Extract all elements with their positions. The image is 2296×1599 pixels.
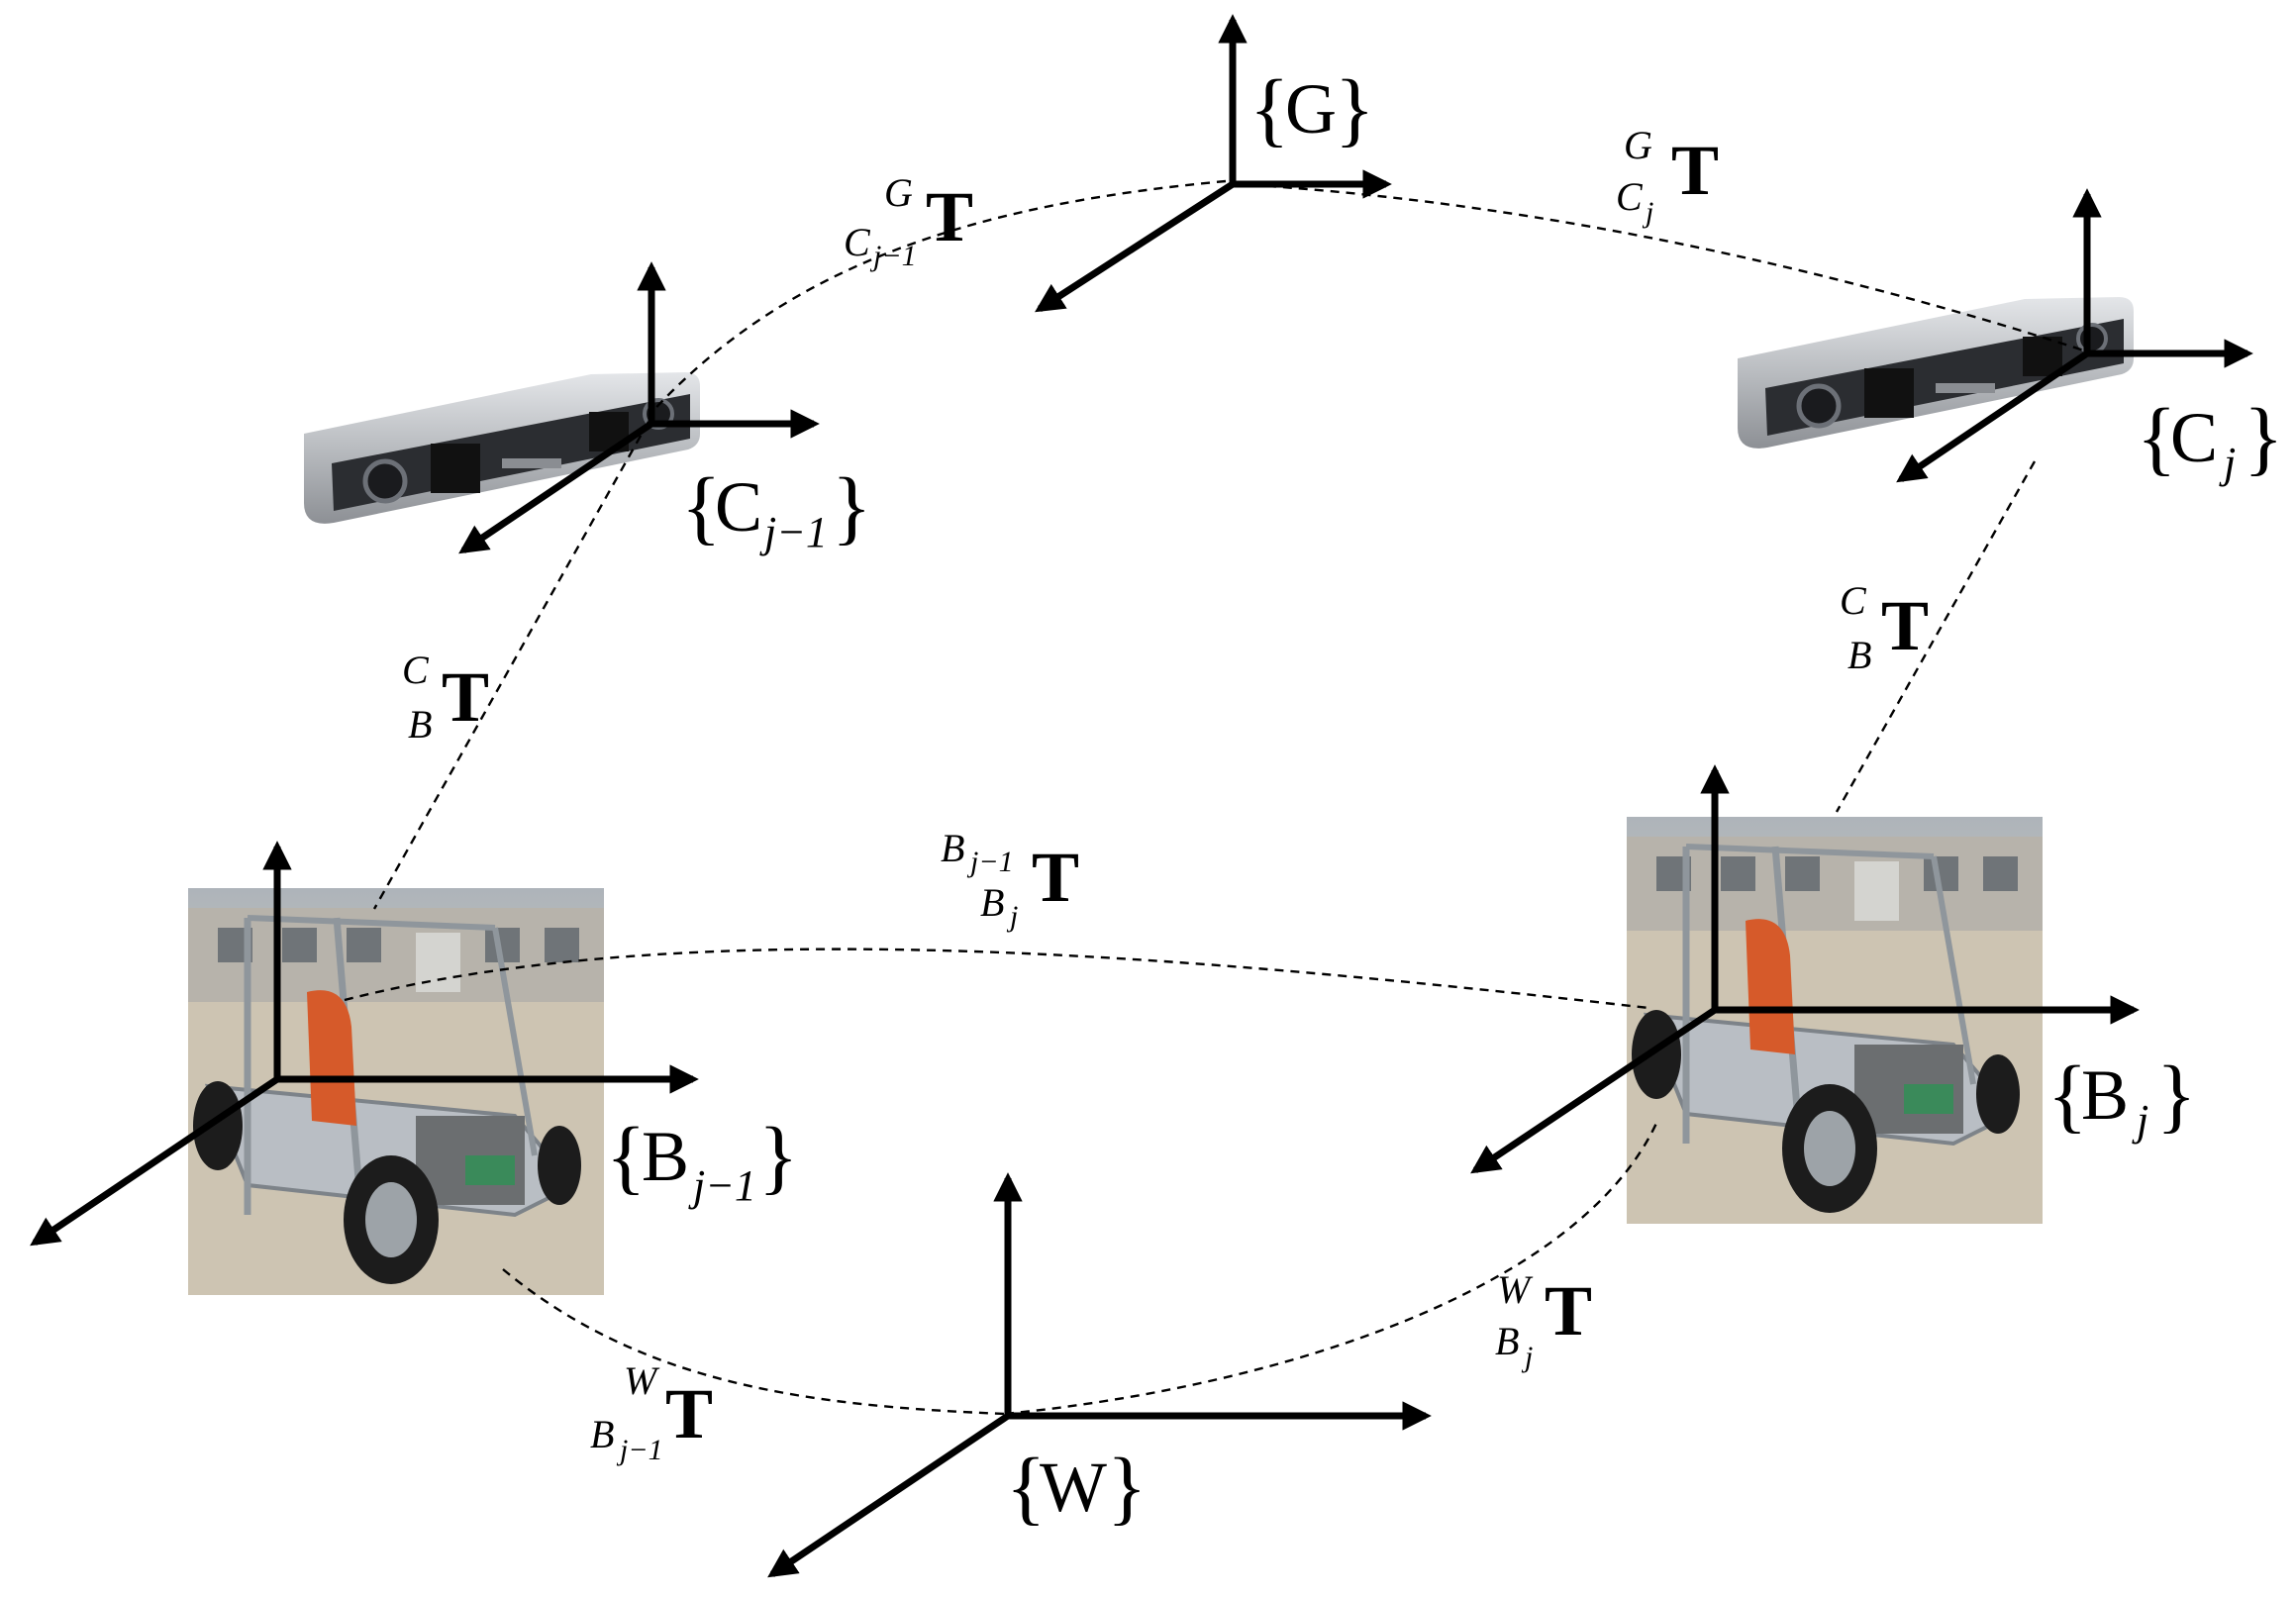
svg-text:B: B [2081, 1055, 2129, 1135]
frame-label-C-curr: { C j } [2137, 392, 2283, 487]
svg-text:G: G [1624, 123, 1652, 167]
svg-text:T: T [1032, 838, 1079, 917]
link-g-c-curr [1235, 182, 2088, 353]
svg-text:}: } [1335, 63, 1374, 155]
svg-text:}: } [1107, 1442, 1147, 1534]
svg-text:B: B [408, 702, 432, 747]
svg-text:B: B [980, 880, 1004, 925]
svg-text:j−1: j−1 [966, 846, 1014, 878]
transform-label-g-c-prev: G C j−1 T [844, 170, 973, 272]
svg-text:W: W [1497, 1267, 1534, 1312]
transform-links [344, 179, 2088, 1416]
svg-text:{: { [2137, 392, 2176, 484]
svg-text:T: T [1881, 586, 1929, 665]
svg-text:W: W [624, 1358, 660, 1403]
svg-text:B: B [590, 1412, 614, 1456]
svg-text:j: j [2219, 439, 2236, 487]
svg-text:C: C [1840, 578, 1867, 623]
svg-text:}: } [2244, 392, 2283, 484]
svg-text:B: B [642, 1117, 689, 1196]
svg-text:C: C [2170, 398, 2218, 477]
svg-text:T: T [926, 177, 973, 256]
svg-text:T: T [665, 1374, 713, 1453]
vehicle-photo-curr [1627, 817, 2043, 1224]
svg-text:j−1: j−1 [688, 1161, 756, 1210]
svg-text:B: B [941, 826, 964, 870]
svg-text:}: } [2156, 1049, 2196, 1142]
link-w-b-curr [1004, 1118, 1660, 1416]
stereo-camera-icon [304, 372, 700, 524]
transform-label-w-b-curr: W B j T [1495, 1267, 1592, 1373]
transform-label-g-c-curr: G C j T [1616, 123, 1719, 229]
svg-text:B: B [1495, 1319, 1519, 1363]
frame-label-B-curr: { B j } [2047, 1049, 2196, 1145]
svg-text:j−1: j−1 [616, 1434, 663, 1466]
frame-C-curr-axes [1896, 188, 2253, 483]
link-c-b-right [1835, 460, 2037, 813]
svg-text:j−1: j−1 [759, 508, 828, 556]
link-w-b-prev [502, 1268, 1006, 1416]
frame-label-G: { G } [1249, 63, 1374, 155]
svg-text:}: } [832, 461, 871, 553]
transform-label-c-b-left: C B T [402, 648, 489, 747]
svg-text:{: { [1249, 63, 1289, 155]
svg-text:{: { [2047, 1049, 2087, 1142]
frame-label-C-prev: { C j−1 } [681, 461, 871, 556]
svg-text:G: G [1285, 69, 1337, 149]
stereo-camera-icon [1738, 297, 2134, 449]
vehicle-photo-prev [188, 888, 604, 1295]
svg-text:C: C [402, 648, 430, 692]
svg-text:{: { [606, 1111, 646, 1203]
svg-text:C: C [844, 220, 871, 264]
frame-B-prev-axes [30, 841, 699, 1247]
svg-text:C: C [1616, 174, 1644, 219]
frame-C-prev-axes [458, 261, 820, 554]
frame-G-axes [1035, 14, 1392, 313]
frame-B-curr-axes [1470, 764, 2140, 1174]
svg-text:j: j [2132, 1096, 2148, 1145]
transform-label-w-b-prev: W B j−1 T [590, 1358, 713, 1466]
frame-label-B-prev: { B j−1 } [606, 1111, 798, 1210]
svg-text:T: T [1545, 1271, 1592, 1350]
link-c-b-left [372, 421, 650, 910]
svg-text:j−1: j−1 [869, 240, 917, 272]
svg-text:j: j [1642, 196, 1653, 229]
svg-text:W: W [1040, 1448, 1107, 1527]
svg-text:T: T [442, 657, 489, 737]
svg-text:j: j [1521, 1341, 1533, 1373]
frame-label-W: { W } [1006, 1442, 1147, 1534]
transform-label-b-b: B j−1 B j T [941, 826, 1079, 933]
link-g-c-prev [648, 179, 1227, 417]
svg-text:B: B [1847, 633, 1871, 677]
svg-text:{: { [1006, 1442, 1046, 1534]
transform-label-c-b-right: C B T [1840, 578, 1929, 677]
svg-text:T: T [1671, 131, 1719, 210]
svg-text:}: } [758, 1111, 798, 1203]
svg-text:G: G [884, 170, 913, 215]
svg-text:j: j [1006, 900, 1018, 933]
svg-text:C: C [715, 467, 762, 547]
frame-W-axes [767, 1172, 1432, 1578]
svg-text:{: { [681, 461, 721, 553]
